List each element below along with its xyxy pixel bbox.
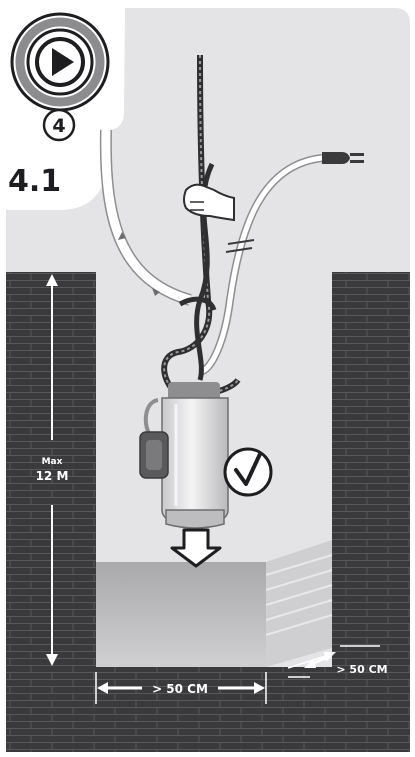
brick-wall-right xyxy=(332,272,410,667)
checkmark-icon xyxy=(225,449,271,495)
side-clearance-label: > 50 CM xyxy=(336,663,387,676)
section-number: 4.1 xyxy=(8,164,61,199)
depth-label-max: Max xyxy=(42,457,63,467)
step-number: 4 xyxy=(52,115,65,137)
depth-label-value: 12 M xyxy=(36,469,69,483)
bottom-clearance-label: > 50 CM xyxy=(152,682,208,696)
brick-floor xyxy=(6,667,410,752)
